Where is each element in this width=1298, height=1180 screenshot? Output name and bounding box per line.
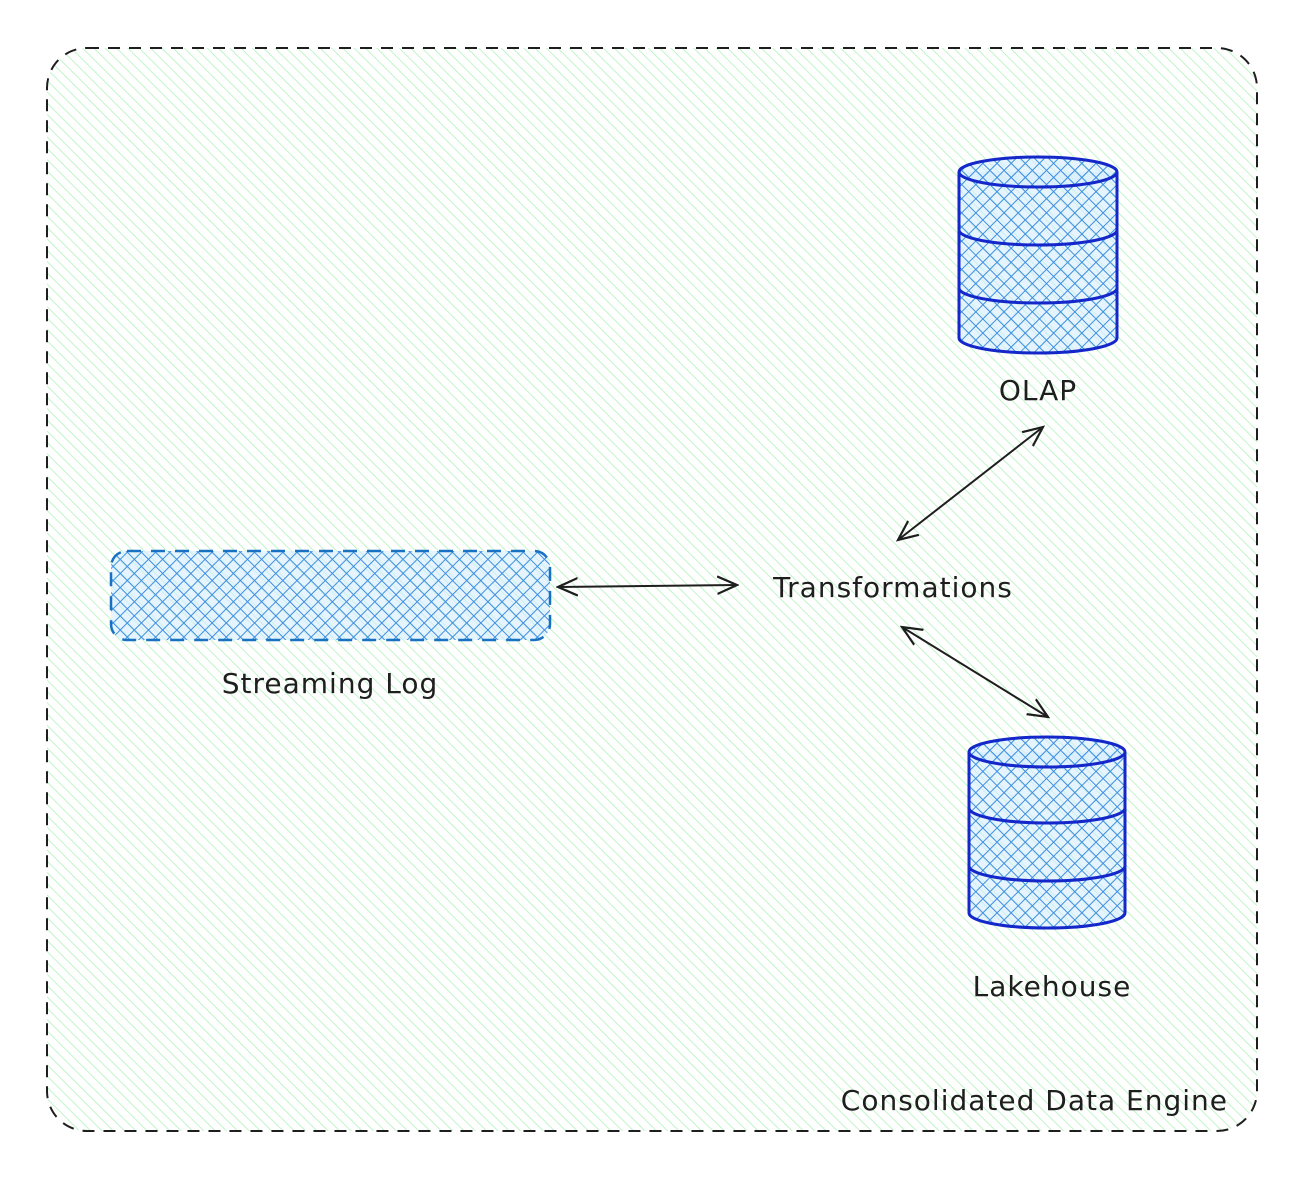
container-label: Consolidated Data Engine: [841, 1084, 1228, 1117]
arrow-streaming-transformations[interactable]: [558, 585, 737, 587]
olap-label: OLAP: [999, 374, 1077, 407]
arrow-transformations-lakehouse[interactable]: [902, 627, 1048, 717]
lakehouse-label: Lakehouse: [973, 970, 1132, 1003]
transformations-label[interactable]: Transformations: [772, 571, 1013, 604]
streaming-log-label: Streaming Log: [222, 667, 439, 700]
arrow-transformations-olap[interactable]: [898, 427, 1043, 540]
lakehouse-database-icon[interactable]: Lakehouse: [967, 735, 1132, 1003]
olap-database-icon[interactable]: OLAP: [957, 155, 1119, 407]
streaming-log-node[interactable]: Streaming Log: [109, 549, 552, 700]
